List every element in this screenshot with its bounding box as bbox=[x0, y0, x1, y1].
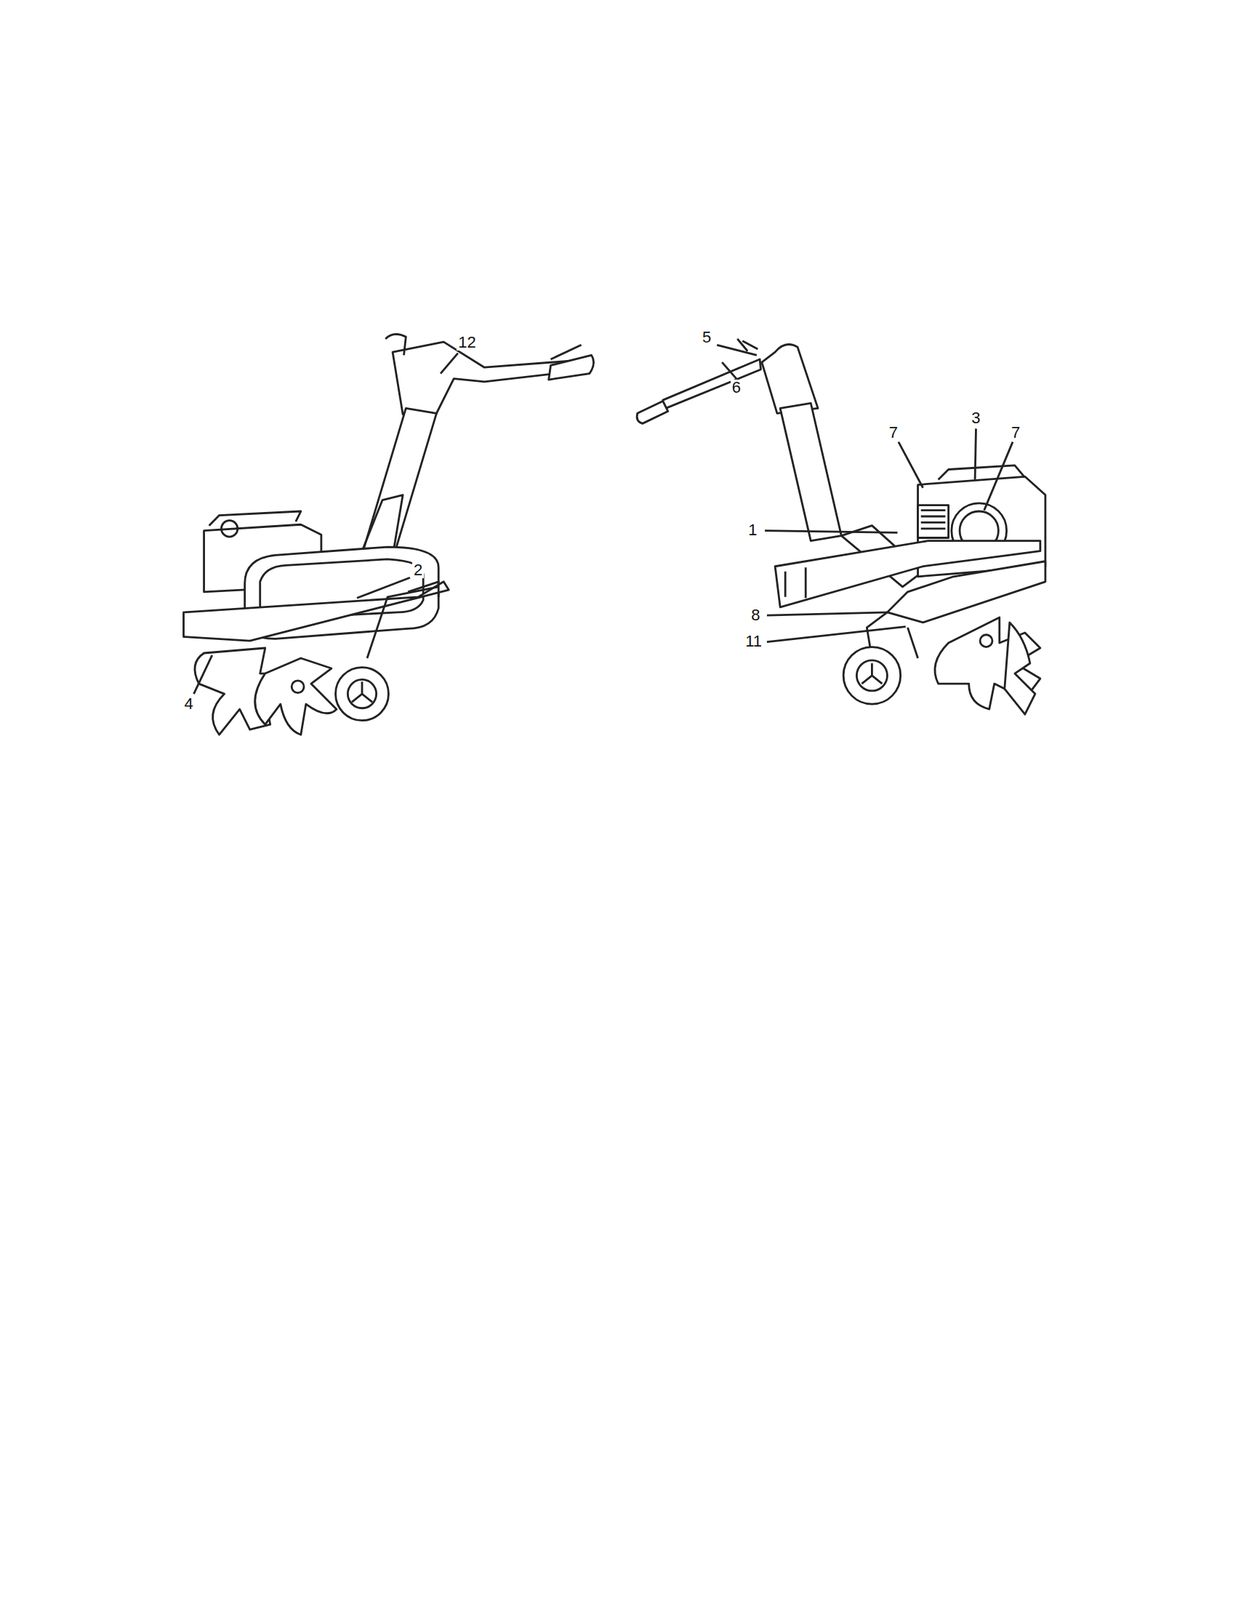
callout-number: 7 bbox=[887, 424, 900, 441]
callout-number: 7 bbox=[1009, 424, 1022, 441]
callout-number: 12 bbox=[456, 334, 477, 351]
callout-number: 3 bbox=[969, 410, 982, 427]
callout-number: 5 bbox=[700, 329, 713, 346]
callout-number: 2 bbox=[412, 561, 424, 578]
callout-number: 4 bbox=[182, 695, 195, 712]
callout-number: 6 bbox=[730, 379, 743, 396]
callout-number: 8 bbox=[749, 607, 762, 624]
callout-number: 11 bbox=[743, 633, 764, 650]
callout-number: 1 bbox=[746, 521, 759, 538]
